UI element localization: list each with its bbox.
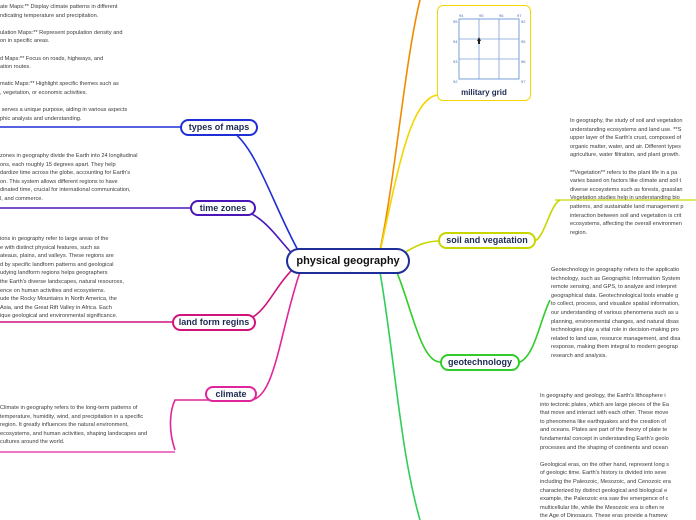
- grid-label: 95: [453, 19, 458, 24]
- grid-label: 95: [479, 13, 484, 18]
- branch-types-of-maps[interactable]: types of maps: [180, 119, 258, 136]
- branch-military-grid[interactable]: 94 95 96 97 95 94 93 92 92 95 96 97: [437, 5, 531, 101]
- branch-soil-and-vegatation[interactable]: soil and vegatation: [438, 232, 536, 249]
- branch-climate[interactable]: climate: [205, 386, 257, 402]
- military-grid-image: 94 95 96 97 95 94 93 92 92 95 96 97: [453, 13, 526, 84]
- connector-geotechnology: [394, 267, 551, 363]
- note-climate: Climate in geography refers to the long-…: [0, 405, 148, 446]
- military-grid-label[interactable]: military grid: [461, 88, 507, 97]
- note-geotechnology: Geotechnology in geography refers to the…: [551, 267, 681, 359]
- branch-time-zones[interactable]: time zones: [190, 200, 256, 216]
- grid-label: 94: [459, 13, 464, 18]
- grid-arrow-icon: [477, 37, 481, 44]
- grid-label: 95: [521, 39, 526, 44]
- note-plates-and-eras: In geography and geology, the Earth's li…: [540, 393, 671, 520]
- grid-label: 96: [521, 59, 526, 64]
- grid-label: 92: [453, 79, 458, 84]
- connector-climate: [169, 271, 301, 451]
- note-land-form-regins: ions in geography refer to large areas o…: [0, 236, 124, 320]
- branch-land-form-regins[interactable]: land form regins: [172, 314, 256, 331]
- grid-label: 92: [521, 19, 526, 24]
- grid-label: 96: [499, 13, 504, 18]
- grid-label: 97: [517, 13, 522, 18]
- note-time-zones: zones in geography divide the Earth into…: [0, 153, 138, 202]
- note-types-of-maps: ate Maps:** Display climate patterns in …: [0, 4, 128, 122]
- connector-top-right: [379, 0, 421, 251]
- branch-geotechnology[interactable]: geotechnology: [440, 354, 520, 371]
- connector-soil: [394, 199, 561, 259]
- grid-label: 97: [521, 79, 526, 84]
- note-soil-and-vegatation: In geography, the study of soil and vege…: [570, 118, 684, 236]
- connector-bottom-right: [379, 271, 421, 520]
- connector-military-grid: [379, 94, 438, 253]
- grid-label: 94: [453, 39, 458, 44]
- grid-label: 93: [453, 59, 458, 64]
- central-topic[interactable]: physical geography: [286, 248, 410, 274]
